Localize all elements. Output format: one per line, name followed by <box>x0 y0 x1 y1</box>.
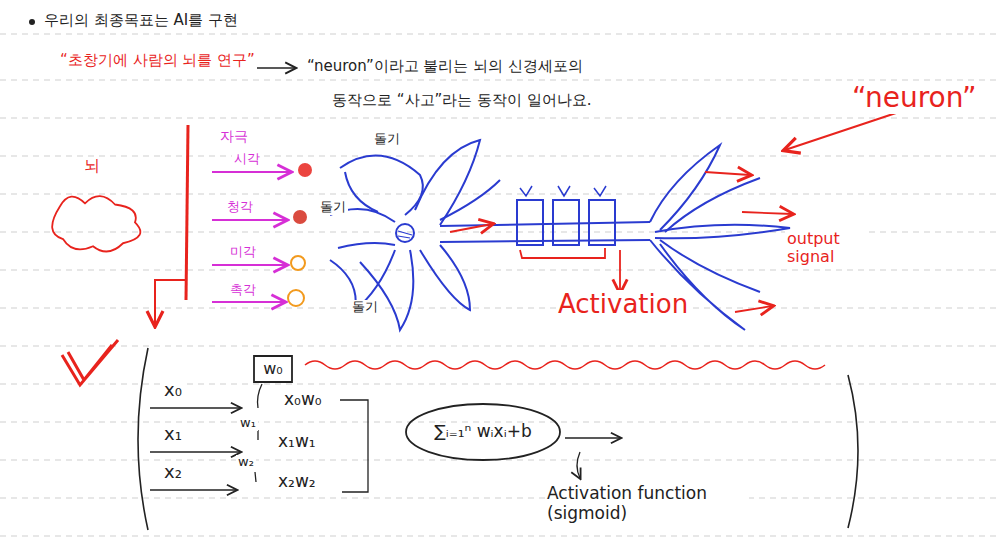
product-label: x₁w₁ <box>276 432 318 452</box>
stimulus-label: 청각 <box>225 200 255 215</box>
bracket <box>186 125 188 300</box>
heading-label: “neuron” <box>850 82 978 114</box>
title: 우리의 최종목표는 AI를 구현 <box>42 12 240 29</box>
part-label: 돌기 <box>350 300 380 315</box>
weight-label: w₂ <box>236 455 256 470</box>
down-arrow <box>155 280 186 325</box>
part-label: 돌기 <box>372 132 402 147</box>
bullet <box>29 19 35 25</box>
stimulus-label: 시각 <box>232 152 262 167</box>
check-mark <box>62 340 118 385</box>
group-label: 자극 <box>218 128 250 144</box>
product-label: x₀w₀ <box>282 390 324 410</box>
sum-ellipse: ∑ᵢ₌₁ⁿ wᵢxᵢ+b <box>403 401 563 463</box>
weight-label: w₁ <box>238 416 258 431</box>
parenthesis <box>848 375 858 528</box>
input-label: x₂ <box>162 462 184 483</box>
node-text: ∑ᵢ₌₁ⁿ wᵢxᵢ+b <box>434 422 532 442</box>
note: “neuron”이라고 불리는 뇌의 신경세포의 <box>305 58 585 75</box>
paper-lines <box>0 34 1001 536</box>
callout-label: Activation <box>556 290 690 320</box>
weight-box: w₀ <box>253 355 293 383</box>
function-label: Activation function (sigmoid) <box>545 484 749 523</box>
stimulus-label: 촉각 <box>228 283 258 298</box>
note: 동작으로 “사고”라는 동작이 일어나요. <box>330 92 594 109</box>
stimulus-dots <box>288 163 312 306</box>
callout-label: output signal <box>785 230 869 267</box>
neuron <box>330 140 790 330</box>
input-label: x₁ <box>162 424 184 445</box>
input-arrows <box>150 384 620 492</box>
wavy-line <box>305 361 825 369</box>
stimulus-label: 미각 <box>228 245 258 260</box>
part-label: 돌기 <box>318 200 348 215</box>
brain-cloud: 뇌 <box>40 157 144 253</box>
product-label: x₂w₂ <box>276 472 318 492</box>
stimulus-arrows <box>212 172 290 302</box>
node-text: 뇌 <box>84 157 100 175</box>
parenthesis <box>138 348 148 530</box>
input-label: x₀ <box>162 380 184 401</box>
node-text: w₀ <box>263 360 283 378</box>
note: “초창기에 사람의 뇌를 연구” <box>58 52 257 69</box>
